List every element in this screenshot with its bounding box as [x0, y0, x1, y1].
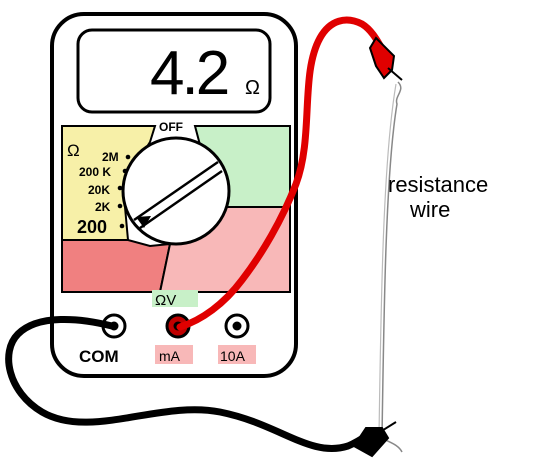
com-label: COM	[79, 347, 119, 366]
wire-strand-inner	[378, 83, 397, 437]
ohm-v-badge	[152, 290, 198, 307]
dial-pointer-line-1	[133, 160, 219, 222]
multimeter: 4.2 Ω OFF Ω 2M 200 K 20K 2K 200 ΩV	[50, 12, 298, 378]
ma-badge	[155, 345, 193, 364]
off-label: OFF	[159, 120, 183, 134]
amp-badge	[218, 345, 256, 364]
range-2m-dot	[125, 154, 131, 160]
annotation-line-2: wire	[409, 197, 450, 222]
dial-pointer-line-2	[139, 169, 223, 230]
lcd-reading: 4.2	[150, 39, 228, 108]
resistance-wire	[378, 81, 403, 453]
range-200: 200	[77, 217, 107, 237]
red-lead-cable	[176, 16, 388, 331]
wire-strand-outer	[381, 81, 402, 439]
black-probe-clip	[352, 427, 390, 458]
ma-label: mA	[159, 348, 181, 364]
annotation-line-1: resistance	[388, 172, 488, 197]
ohm-v-label: ΩV	[155, 292, 176, 309]
black-probe-lead	[5, 315, 397, 458]
amp-label: 10A	[220, 348, 246, 364]
dial-arrow	[136, 216, 151, 228]
range-2k: 2K	[95, 200, 111, 214]
red-probe-lead	[176, 16, 403, 331]
range-2k-dot	[117, 203, 123, 209]
ohm-symbol: Ω	[67, 141, 80, 160]
range-20k: 20K	[88, 183, 110, 197]
red-probe-clip-jaw	[387, 67, 403, 81]
black-probe-clip-jaw	[379, 421, 397, 433]
range-200k-dot	[122, 168, 128, 174]
range-200k: 200 K	[79, 165, 111, 179]
red-probe-clip	[368, 36, 396, 80]
range-20k-dot	[117, 185, 123, 191]
current-zone-left	[61, 239, 172, 293]
range-2m: 2M	[102, 150, 119, 164]
range-200-dot	[119, 223, 125, 229]
amp-jack-hole	[232, 321, 242, 331]
black-lead-cable	[5, 315, 376, 453]
lcd-screen	[76, 28, 272, 114]
lcd-unit: Ω	[245, 77, 260, 99]
